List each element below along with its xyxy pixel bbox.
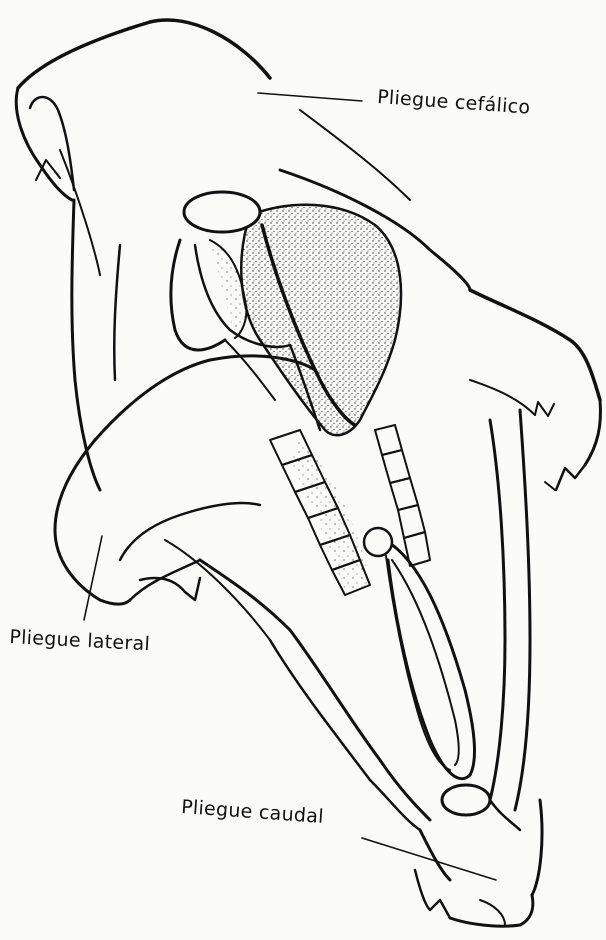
lateral-fold [55, 356, 315, 640]
caudal-fold [415, 800, 542, 926]
leader-cephalic [258, 93, 362, 101]
leader-caudal [362, 838, 496, 880]
cloacal-membrane [442, 785, 490, 815]
gut-loop [364, 528, 475, 779]
oropharyngeal-membrane [184, 192, 260, 232]
heart-region [241, 205, 401, 435]
leader-lateral [84, 536, 102, 620]
